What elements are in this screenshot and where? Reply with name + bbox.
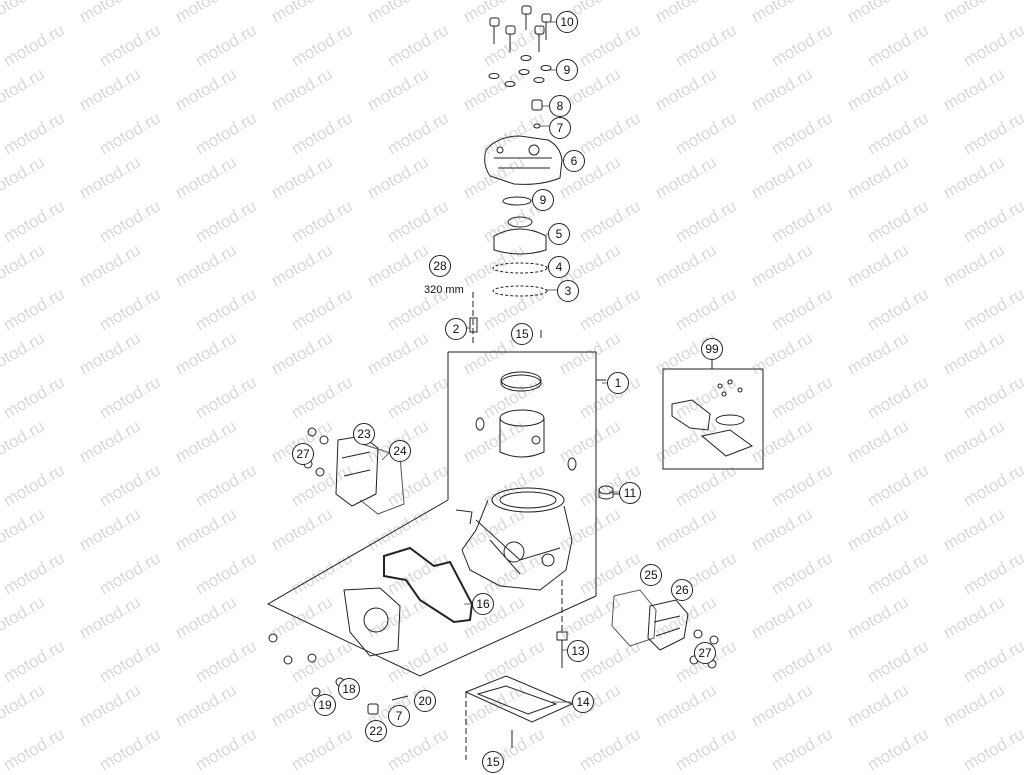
callout-14: 14 — [572, 691, 594, 713]
cylinder-head — [484, 135, 563, 185]
callout-15-upper: 15 — [511, 323, 533, 345]
washers — [488, 55, 552, 87]
o-ring-large — [492, 262, 548, 274]
callout-99: 99 — [701, 338, 723, 360]
callout-3: 3 — [557, 280, 579, 302]
cylinder-head-bolts — [489, 5, 552, 52]
callout-24: 24 — [389, 440, 411, 462]
callout-11: 10 — [556, 11, 578, 33]
callout-7-lower: 7 — [388, 705, 410, 727]
gasket-kit-box — [662, 358, 764, 470]
base-plane — [266, 499, 597, 677]
gasket-left — [359, 443, 405, 515]
callout-6: 6 — [563, 150, 585, 172]
piston — [475, 409, 577, 471]
cylinder-base-gasket — [464, 675, 574, 723]
callout-12: 11 — [619, 482, 641, 504]
callout-20: 20 — [414, 690, 436, 712]
callout-19: 19 — [314, 694, 336, 716]
gasket-right — [611, 589, 657, 647]
power-valve-cover-left — [335, 435, 379, 507]
callout-18: 18 — [338, 678, 360, 700]
callout-15-lower: 15 — [482, 751, 504, 773]
cylinder-base-bolt — [556, 631, 568, 668]
o-ring — [502, 196, 532, 206]
power-valve-cover-right — [647, 599, 689, 651]
callout-1: 1 — [607, 372, 629, 394]
callout-7: 7 — [549, 117, 571, 139]
exhaust-flange-nut — [598, 485, 620, 500]
reed-valve-gasket — [383, 546, 474, 624]
spark-plug-nut — [531, 99, 543, 129]
dimension-label: 320 mm — [424, 284, 464, 296]
callout-2: 2 — [445, 318, 467, 340]
callout-9: 9 — [532, 189, 554, 211]
stud-bolt — [469, 292, 478, 346]
intake-cover — [343, 587, 401, 657]
combustion-chamber-insert — [493, 216, 547, 255]
callout-27-left: 27 — [292, 443, 314, 465]
callout-10: 9 — [556, 59, 578, 81]
callout-8: 8 — [549, 95, 571, 117]
callout-26: 26 — [671, 579, 693, 601]
cylinder-kit-frame — [447, 351, 606, 596]
callout-4: 4 — [548, 256, 570, 278]
callout-22: 22 — [365, 720, 387, 742]
callout-25: 25 — [640, 564, 662, 586]
callout-28: 28 — [429, 255, 451, 277]
callout-23: 23 — [353, 423, 375, 445]
callout-5: 5 — [548, 223, 570, 245]
callout-13: 13 — [567, 640, 589, 662]
callout-27-right: 27 — [694, 642, 716, 664]
piston-rings — [500, 371, 542, 392]
cylinder — [455, 487, 573, 591]
nuts-bottom-left — [268, 633, 409, 715]
o-ring-base — [492, 285, 548, 297]
callout-16: 16 — [472, 593, 494, 615]
